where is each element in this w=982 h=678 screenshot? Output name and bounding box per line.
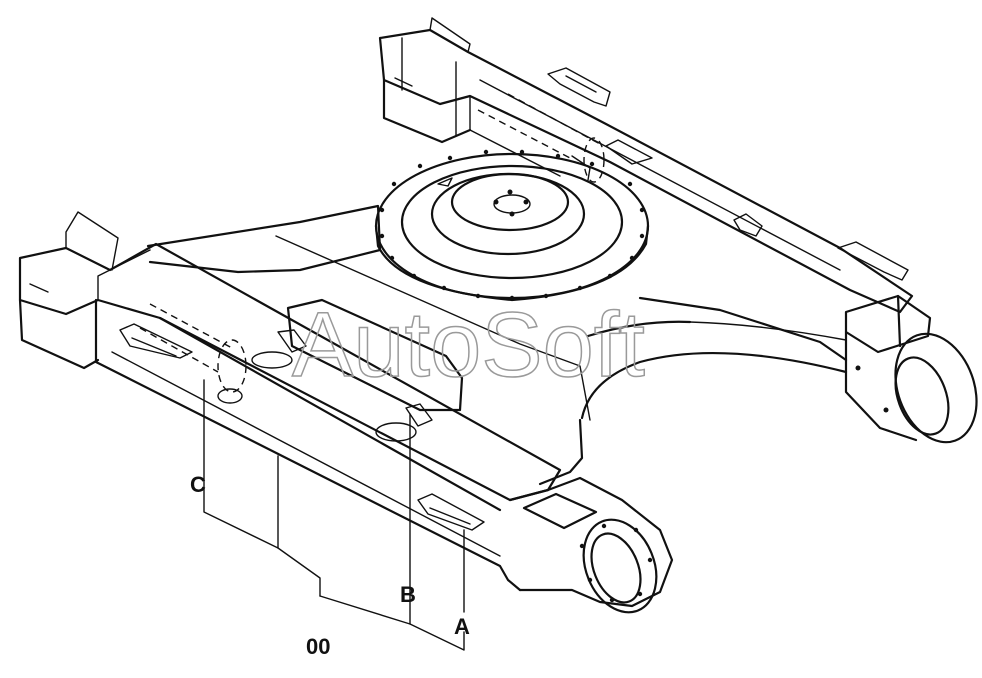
callout-b-label: B — [400, 582, 416, 607]
leader-lines — [203, 379, 465, 651]
front-side-frame — [18, 211, 562, 592]
front-idler-end — [508, 476, 674, 614]
rear-idler-end — [844, 294, 978, 444]
callout-assembly-label: 00 — [306, 634, 330, 659]
callout-a-label: A — [454, 614, 470, 639]
bearing-bolt-holes — [379, 149, 645, 301]
callout-c-label: C — [190, 472, 206, 497]
swing-bearing — [374, 149, 650, 302]
watermark-text: AutoSoft — [292, 294, 645, 396]
rear-side-frame — [378, 17, 914, 314]
